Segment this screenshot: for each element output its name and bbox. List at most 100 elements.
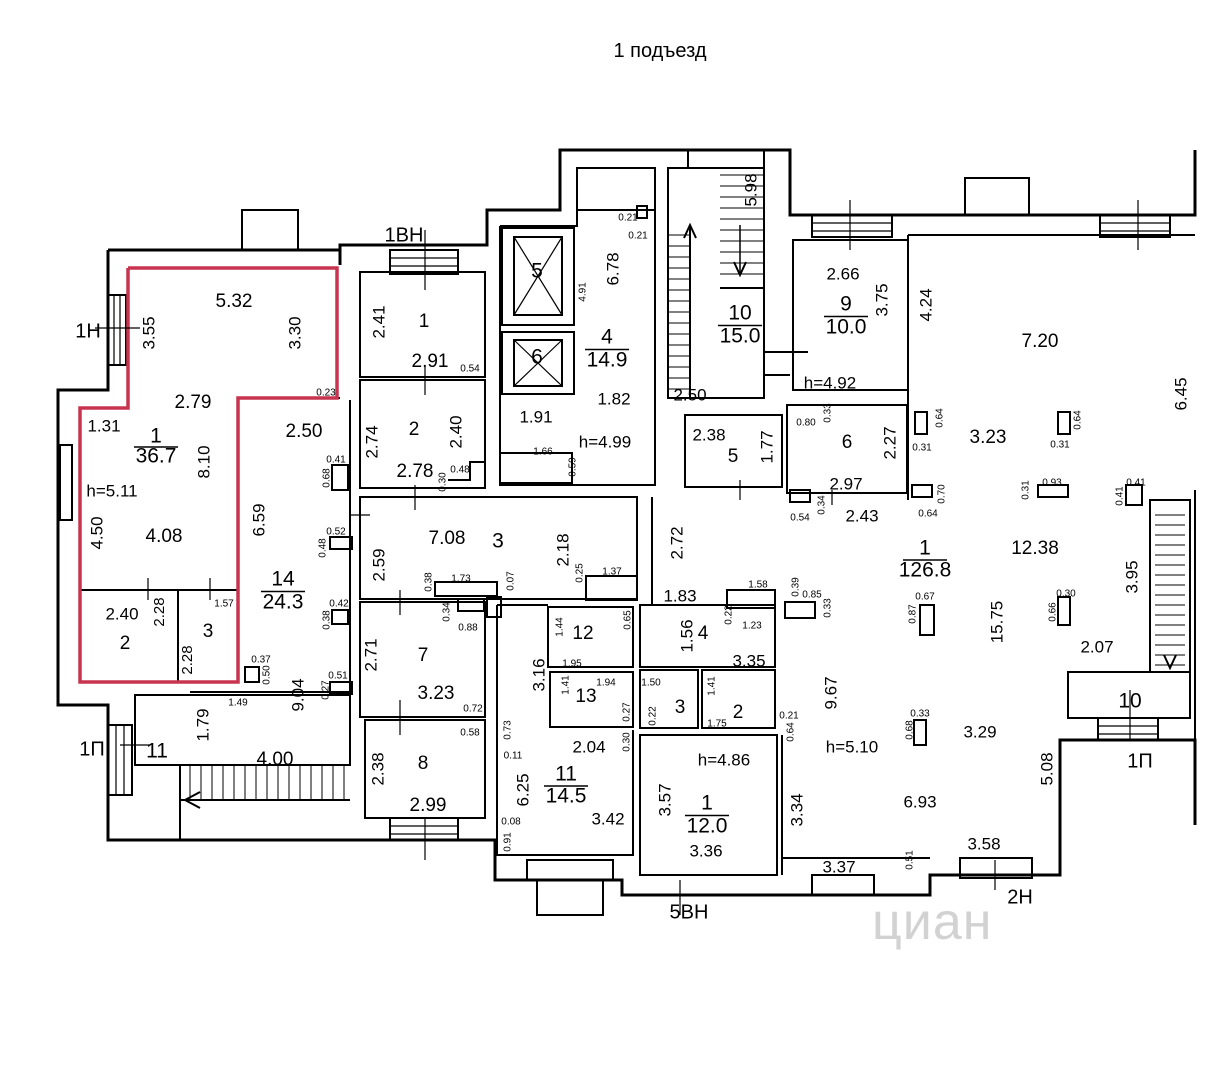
interior-walls xyxy=(80,167,1196,876)
dimension-label: 3.30 xyxy=(285,316,304,349)
room-area: 24.3 xyxy=(263,591,304,614)
dimension-label: 1.50 xyxy=(641,678,661,689)
dimension-label: 7.20 xyxy=(1022,331,1059,352)
dimension-label: 7 xyxy=(418,645,429,666)
dimension-label: 0.68 xyxy=(322,468,333,488)
dimension-label: 0.21 xyxy=(779,711,799,722)
dimension-label: 2.66 xyxy=(826,264,859,283)
dimension-label: 0.22 xyxy=(724,605,735,625)
dimension-label: 0.70 xyxy=(937,484,948,504)
dimension-label: 3.95 xyxy=(1122,560,1141,593)
porches xyxy=(59,149,1191,916)
dimension-label: 0.30 xyxy=(1056,589,1076,600)
dimension-label: 3.23 xyxy=(418,683,455,704)
dimension-label: 0.67 xyxy=(915,592,935,603)
dimension-label: 10 xyxy=(1118,690,1141,713)
dimension-label: 1.31 xyxy=(87,416,120,435)
dimension-label: 6.45 xyxy=(1171,377,1190,410)
room-number: 11 xyxy=(555,763,577,786)
dimension-label: 6.78 xyxy=(603,252,622,285)
dimension-label: 5.98 xyxy=(741,173,760,206)
dimension-label: 1.37 xyxy=(602,567,622,578)
dimension-label: 0.33 xyxy=(823,403,834,423)
dimension-label: 0.34 xyxy=(817,495,828,515)
dimension-label: 3.29 xyxy=(963,722,996,741)
dimension-label: 3.34 xyxy=(787,793,806,826)
dimension-label: 0.48 xyxy=(318,538,329,558)
dimension-label: 0.34 xyxy=(442,602,453,622)
dimension-label: 1.49 xyxy=(228,698,248,709)
dimension-label: 2.27 xyxy=(880,426,899,459)
dimension-label: 2.18 xyxy=(553,533,572,566)
dimension-label: 0.93 xyxy=(1042,478,1062,489)
page-title: 1 подъезд xyxy=(613,40,707,62)
dimension-label: 4.24 xyxy=(916,288,935,321)
room-number: 1 xyxy=(701,792,713,815)
highlighted-unit-outline xyxy=(78,266,339,684)
dimension-label: 0.64 xyxy=(786,722,797,742)
dimension-label: 3 xyxy=(675,697,686,718)
dimension-label: 0.88 xyxy=(458,623,478,634)
dimension-label: 3.23 xyxy=(970,427,1007,448)
exterior-walls xyxy=(56,148,1197,897)
dimension-label: 1.94 xyxy=(596,678,616,689)
dimension-label: 0.66 xyxy=(1048,602,1059,622)
dimension-label: 1.58 xyxy=(748,580,768,591)
room-area: 12.0 xyxy=(687,815,728,838)
dimension-label: 0.39 xyxy=(791,577,802,597)
dimension-label: 0.23 xyxy=(316,388,336,399)
dimension-label: 3.42 xyxy=(591,809,624,828)
dimension-label: 0.87 xyxy=(908,604,919,624)
dimension-label: 2.59 xyxy=(369,548,388,581)
dimension-label: 2.72 xyxy=(667,526,686,559)
dimension-label: 3.16 xyxy=(529,658,548,691)
dimension-label: 0.41 xyxy=(1115,486,1126,506)
dimension-label: 6 xyxy=(842,432,853,453)
dimension-label: 0.58 xyxy=(460,728,480,739)
room-number: 10 xyxy=(728,302,751,325)
dimension-label: 1.56 xyxy=(677,619,696,652)
dimension-label: 0.59 xyxy=(568,457,579,477)
entrance-label: 1ВН xyxy=(385,224,424,246)
dimension-label: 7.08 xyxy=(429,528,466,549)
dimension-label: 2.38 xyxy=(692,425,725,444)
dimension-label: 0.48 xyxy=(450,465,470,476)
dimension-label: 0.64 xyxy=(918,509,938,520)
dimension-label: 0.21 xyxy=(628,231,648,242)
dimension-label: 0.51 xyxy=(328,671,348,682)
dimension-label: 1.41 xyxy=(707,676,718,696)
dimension-label: 3.55 xyxy=(139,316,158,349)
dimension-label: 1.41 xyxy=(561,675,572,695)
dimension-label: 4.91 xyxy=(578,282,589,302)
room-number: 4 xyxy=(601,326,613,349)
dimension-label: 0.41 xyxy=(1126,478,1146,489)
dimension-label: 3.35 xyxy=(732,651,765,670)
dimension-label: 0.65 xyxy=(623,610,634,630)
dimension-label: 2.71 xyxy=(361,638,380,671)
dimension-label: 1.23 xyxy=(742,621,762,632)
dimension-label: 3.75 xyxy=(872,283,891,316)
watermark: циан xyxy=(872,893,993,951)
dimension-label: 0.72 xyxy=(463,704,483,715)
dimension-label: 2.04 xyxy=(572,737,605,756)
dimension-label: 0.68 xyxy=(905,720,916,740)
room-area: 126.8 xyxy=(899,559,952,582)
dimension-label: 2.79 xyxy=(175,392,212,413)
room-area: 14.9 xyxy=(587,349,628,372)
dimension-label: 0.31 xyxy=(912,443,932,454)
dimension-label: 5 xyxy=(728,446,739,467)
dimension-label: 11 xyxy=(146,740,168,763)
dimension-label: 2.28 xyxy=(179,645,196,674)
dimension-label: 1.44 xyxy=(555,617,566,637)
room-area: 10.0 xyxy=(826,316,867,339)
dimension-label: 15.75 xyxy=(987,601,1006,644)
room-number: 14 xyxy=(271,568,295,591)
dimension-label: 0.51 xyxy=(905,850,916,870)
room-number: 1 xyxy=(150,425,162,448)
dimension-label: 1.79 xyxy=(193,708,212,741)
dimension-label: 2.41 xyxy=(369,305,388,338)
dimension-label: 0.25 xyxy=(575,563,586,583)
dimension-label: h=5.11 xyxy=(86,481,137,500)
